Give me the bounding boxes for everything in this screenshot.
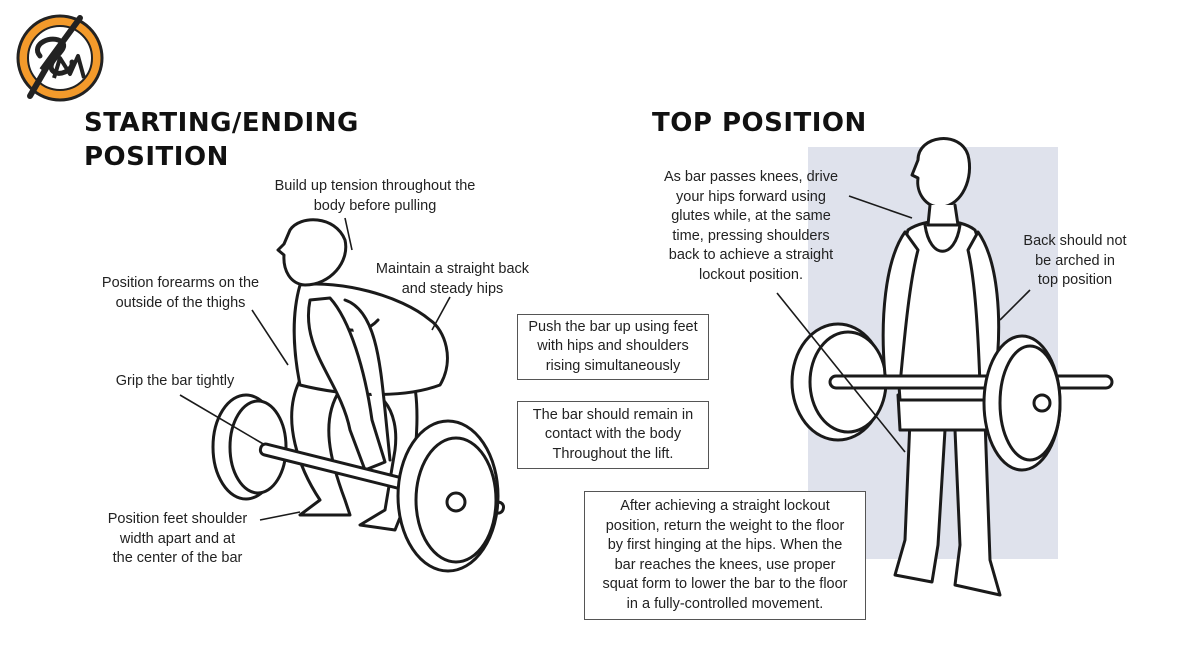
- top-position-figure: [790, 137, 1114, 597]
- box-return-weight: After achieving a straight lockout posit…: [584, 491, 866, 620]
- starting-position-heading-line2: POSITION: [84, 142, 229, 172]
- box-bar-contact: The bar should remain in contact with th…: [517, 401, 709, 469]
- note-feet: Position feet shoulder width apart and a…: [107, 511, 248, 566]
- brand-logo: [16, 14, 104, 102]
- starting-position-figure: [211, 218, 506, 573]
- note-grip: Grip the bar tightly: [115, 373, 235, 389]
- top-position-heading: TOP POSITION: [652, 108, 867, 138]
- note-back-not-arched: Back should not be arched in top positio…: [1023, 233, 1127, 288]
- starting-position-heading-line1: STARTING/ENDING: [84, 108, 359, 138]
- note-straight-back: Maintain a straight back and steady hips: [375, 261, 530, 297]
- box-push-bar: Push the bar up using feet with hips and…: [517, 314, 709, 380]
- pointer-lines: [179, 195, 1031, 521]
- note-tension: Build up tension throughout the body bef…: [274, 178, 476, 214]
- note-forearms: Position forearms on the outside of the …: [101, 275, 260, 311]
- note-drive-hips: As bar passes knees, drive your hips for…: [663, 169, 839, 283]
